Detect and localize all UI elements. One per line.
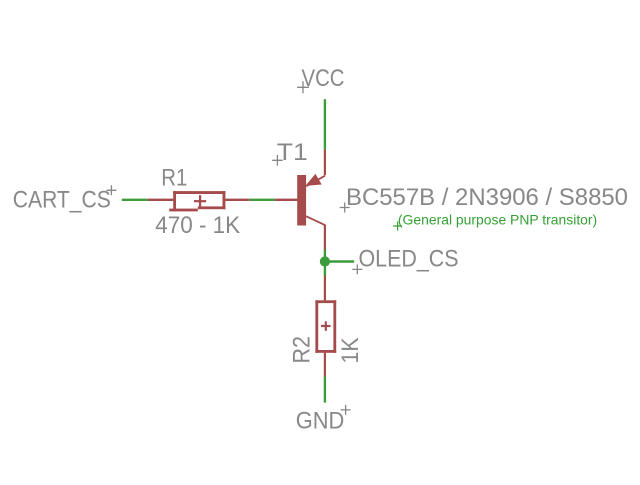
svg-text:T1: T1 [277, 139, 308, 166]
svg-text:BC557B / 2N3906 / S8850: BC557B / 2N3906 / S8850 [346, 184, 628, 211]
svg-text:(General purpose PNP transitor: (General purpose PNP transitor) [398, 212, 597, 228]
svg-text:GND: GND [296, 408, 345, 435]
svg-text:CART_CS: CART_CS [13, 187, 111, 214]
svg-text:470 - 1K: 470 - 1K [155, 212, 240, 239]
svg-text:1K: 1K [337, 338, 364, 364]
svg-text:R1: R1 [161, 165, 187, 192]
svg-text:VCC: VCC [302, 65, 345, 92]
svg-text:OLED_CS: OLED_CS [359, 246, 459, 273]
svg-text:R2: R2 [288, 336, 315, 364]
